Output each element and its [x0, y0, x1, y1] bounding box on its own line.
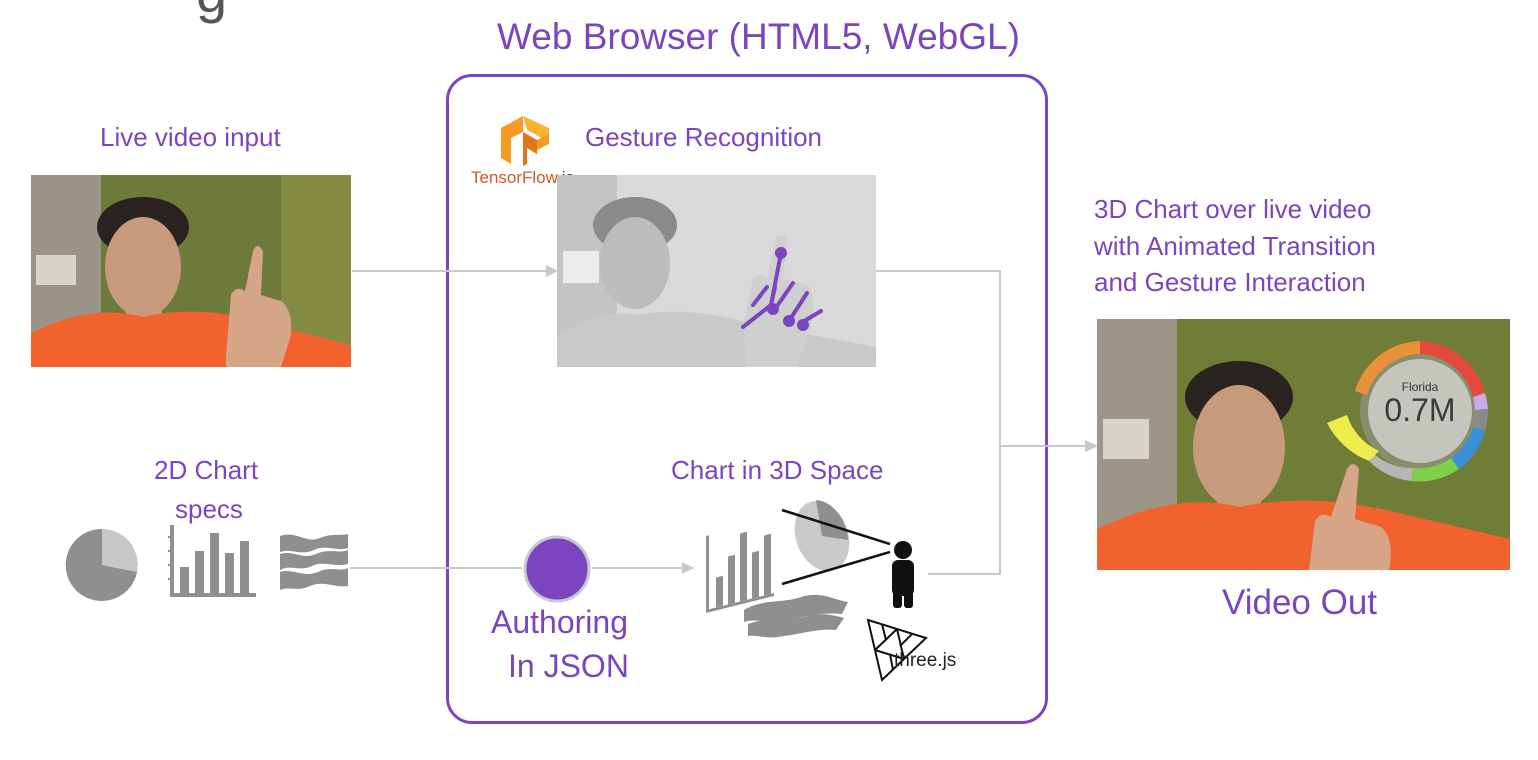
- live-video-frame: [31, 175, 351, 367]
- video-out-label: Video Out: [1222, 583, 1378, 622]
- donut-value-label: 0.7M: [1384, 392, 1456, 428]
- output-caption-line1: 3D Chart over live video: [1094, 194, 1372, 224]
- gesture-recognition-label: Gesture Recognition: [585, 122, 823, 152]
- tensorflow-text: TensorFlow: [471, 168, 557, 187]
- hand-skeleton: [741, 247, 823, 331]
- authoring-node: [523, 535, 591, 603]
- bar-chart-icon: [168, 525, 256, 597]
- web-browser-box: [446, 74, 1048, 724]
- browser-title: Web Browser (HTML5, WebGL): [497, 16, 1020, 57]
- tensorflow-logo-icon: [501, 116, 549, 166]
- output-caption-line3: and Gesture Interaction: [1094, 267, 1366, 297]
- threejs-wordmark: three.js: [894, 650, 957, 671]
- output-caption-line2: with Animated Transition: [1094, 231, 1376, 261]
- chart-specs-label-line2: specs: [175, 494, 243, 524]
- donut-chart-overlay: [1327, 341, 1489, 482]
- heading-fragment: g: [196, 0, 227, 25]
- chart-3d-cluster: [706, 500, 928, 682]
- streamgraph-icon: [280, 534, 348, 590]
- authoring-label-line2: In JSON: [508, 648, 629, 684]
- gesture-recognition-frame: [557, 175, 876, 367]
- authoring-label-line1: Authoring: [491, 604, 628, 640]
- live-video-label: Live video input: [100, 122, 281, 152]
- chart-specs-label-line1: 2D Chart: [154, 455, 259, 485]
- chart-3d-label: Chart in 3D Space: [671, 455, 884, 485]
- pie-chart-icon: [65, 528, 138, 601]
- video-out-frame: Florida 0.7M: [1097, 319, 1510, 570]
- donut-city-label: Florida: [1401, 380, 1439, 394]
